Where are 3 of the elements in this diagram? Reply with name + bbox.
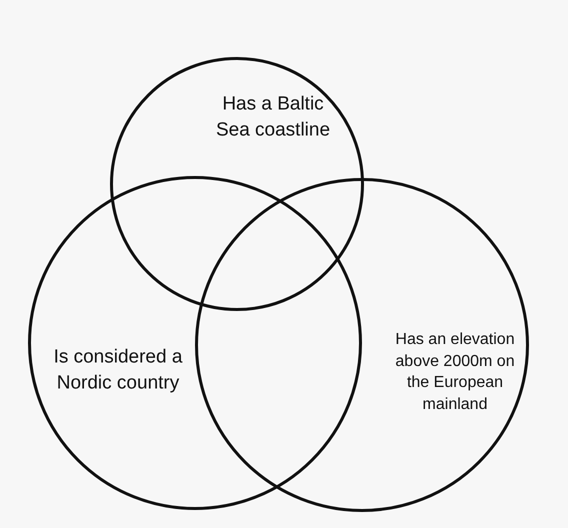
- circle-label: Has a Baltic Sea coastline: [214, 92, 332, 142]
- circle-label: Has an elevation above 2000m on the European mainland: [394, 330, 516, 415]
- circle-label: Is considered a Nordic country: [52, 345, 184, 395]
